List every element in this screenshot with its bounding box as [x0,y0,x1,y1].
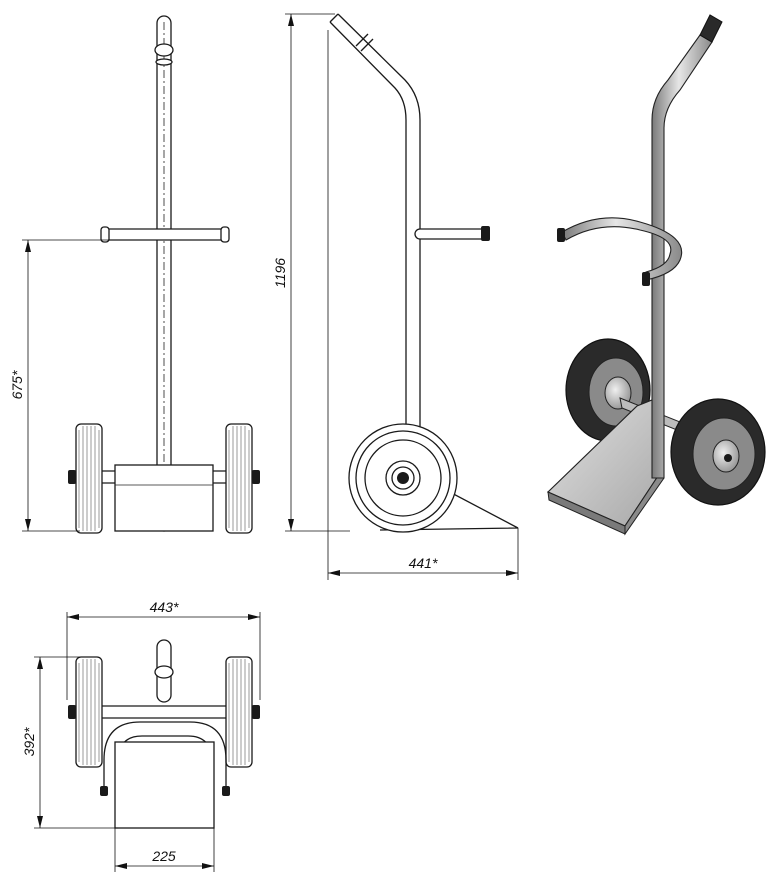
front-foot-plate [114,464,214,532]
side-view: 1196 441* [272,13,519,580]
top-holder-outer [103,721,227,790]
dim-plate-width: 225 [114,828,215,872]
top-wheel-left [68,656,103,768]
front-wheel-right [225,423,260,534]
dim-top-width-label: 443* [150,599,179,615]
dim-side-depth-label: 441* [409,555,438,571]
top-foot-plate [114,741,215,829]
top-wheel-right [225,656,260,768]
front-grip-ring [154,43,174,57]
dim-overall-height-label: 1196 [272,258,288,288]
iso-wheel-front [670,398,766,506]
top-view: 443* 392* 225 [21,599,261,872]
front-holder-end-left [100,226,110,243]
isometric-view [546,14,766,536]
top-grip-ring [154,665,174,679]
side-wheel [348,423,458,533]
front-wheel-left [68,423,103,534]
front-view: 675* [9,15,260,534]
side-holder-bar [414,228,490,240]
dim-top-width: 443* [66,599,261,700]
front-right-nut [252,470,260,484]
front-holder-end-right [220,226,230,243]
dim-grip-height: 675* [9,239,110,532]
dim-top-depth-label: 392* [21,727,37,756]
dim-top-depth: 392* [21,656,118,829]
dim-grip-height-label: 675* [9,370,25,399]
front-grip-collar [155,58,173,66]
side-holder-end [481,226,490,241]
side-tube-outer [329,21,407,520]
dim-overall-height: 1196 [272,13,350,532]
side-tube-inner [337,13,421,520]
dim-side-depth: 441* [327,30,519,580]
front-holder-bar [102,228,228,241]
front-left-nut [68,470,76,484]
dim-plate-width-label: 225 [151,848,176,864]
iso-handle-grip [699,14,723,43]
